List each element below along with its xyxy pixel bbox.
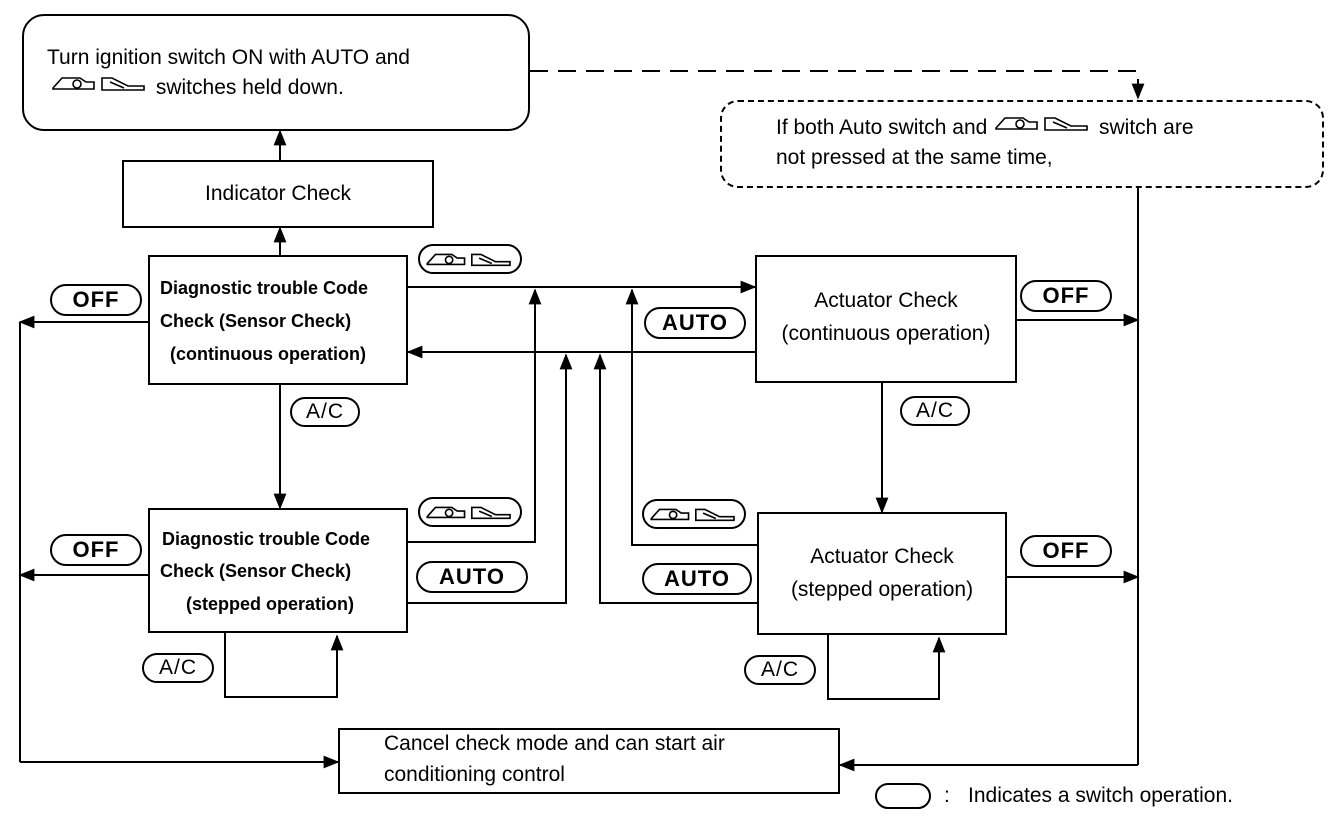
cancel-line-2: conditioning control [384, 763, 565, 786]
dtc-stepped-line-1: Diagnostic trouble Code [162, 529, 371, 549]
ac-switch-dtc-stepped: A/C [142, 653, 214, 683]
actuator-continuous-line-1: Actuator Check [814, 289, 958, 312]
arrow-act-step-auto [593, 353, 757, 604]
arrow-act-step-fan [625, 288, 757, 546]
off-switch-dtc-continuous: OFF [50, 284, 142, 316]
dtc-stepped-line-3: (stepped operation) [186, 594, 355, 614]
indicator-check-box: Indicator Check [122, 160, 434, 228]
actuator-stepped-line-1: Actuator Check [810, 545, 954, 568]
ac-switch-dtc-continuous: A/C [290, 397, 360, 427]
note-line-1-post: switch are [1099, 116, 1194, 139]
ac-switch-actuator-stepped: A/C [744, 655, 816, 685]
note-line-1-pre: If both Auto switch and [776, 116, 988, 139]
fan-switch-actuator-stepped [642, 499, 746, 529]
note-box [720, 100, 1324, 188]
legend-colon: : [944, 784, 950, 807]
fan-switch-dtc-continuous [418, 244, 522, 274]
fan-switch-dtc-stepped [418, 497, 522, 527]
cancel-line-1: Cancel check mode and can start air [384, 732, 725, 755]
arrow-dtc-step-auto [408, 353, 573, 604]
legend-switch-symbol [875, 783, 931, 809]
dtc-continuous-line-3: (continuous operation) [170, 344, 366, 364]
off-switch-dtc-stepped: OFF [50, 534, 142, 566]
fan-switch-icon [650, 508, 735, 522]
start-line-1: Turn ignition switch ON with AUTO and [47, 46, 410, 69]
dtc-continuous-line-1: Diagnostic trouble Code [160, 278, 369, 298]
dtc-continuous-box [148, 255, 408, 385]
off-switch-actuator-stepped: OFF [1020, 535, 1112, 567]
fan-switch-icon [426, 506, 511, 520]
actuator-continuous-line-2: (continuous operation) [781, 322, 991, 345]
auto-switch-actuator-stepped: AUTO [642, 563, 752, 595]
dtc-stepped-box [148, 508, 408, 633]
fan-switch-icon [50, 72, 150, 104]
fan-switch-icon [993, 112, 1093, 144]
loop-act-step-ac [827, 635, 946, 700]
ac-switch-actuator-continuous: A/C [900, 396, 970, 426]
start-line-2-row: switches held down. [50, 72, 344, 104]
arrow-dtc-step-fan [408, 288, 542, 543]
loop-dtc-step-ac [224, 633, 344, 698]
dtc-continuous-line-2: Check (Sensor Check) [160, 311, 352, 331]
actuator-stepped-line-2: (stepped operation) [790, 578, 974, 601]
note-line-2: not pressed at the same time, [776, 146, 1053, 169]
fan-switch-icon [426, 253, 511, 267]
dashed-start-to-note [530, 70, 1145, 100]
auto-switch-dtc-stepped: AUTO [416, 561, 528, 593]
note-line-1-row: If both Auto switch and switch are [776, 112, 1194, 144]
indicator-check-label: Indicator Check [205, 182, 351, 205]
start-box [22, 14, 530, 131]
off-switch-actuator-continuous: OFF [1020, 280, 1112, 312]
actuator-continuous-box [755, 255, 1017, 383]
dtc-stepped-line-2: Check (Sensor Check) [160, 561, 352, 581]
auto-switch-actuator-continuous: AUTO [644, 307, 746, 339]
cancel-box [338, 728, 840, 794]
legend-text: Indicates a switch operation. [968, 784, 1233, 807]
actuator-stepped-box [757, 512, 1007, 635]
start-line-2: switches held down. [155, 76, 344, 99]
